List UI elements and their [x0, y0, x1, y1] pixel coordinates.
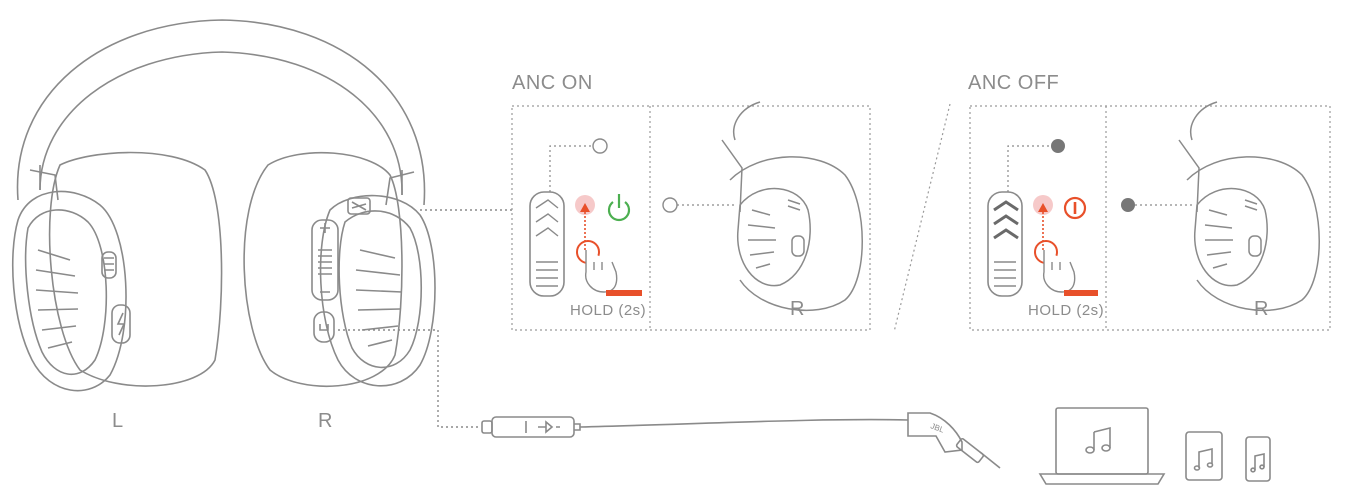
- tablet-music-icon: [1185, 431, 1223, 481]
- left-ear-label: L: [112, 410, 124, 432]
- anc-on-title: ANC ON: [512, 72, 593, 94]
- anc-off-panel: [969, 101, 1331, 331]
- cable-brand-text: JBL: [929, 421, 946, 434]
- led-off-icon: [592, 138, 608, 154]
- phone-music-icon: [1245, 436, 1271, 482]
- anc-off-hold-label: HOLD (2s): [1028, 302, 1105, 319]
- anc-off-title: ANC OFF: [968, 72, 1060, 94]
- audio-cable: [481, 412, 1001, 469]
- hold-bar: [1064, 290, 1098, 296]
- laptop-music-icon: [1038, 407, 1166, 485]
- anc-off-ear-label: R: [1254, 298, 1269, 320]
- anc-on-hold-label: HOLD (2s): [570, 302, 647, 319]
- anc-on-ear-label: R: [790, 298, 805, 320]
- led-on-icon: [1051, 139, 1065, 153]
- power-icon: [607, 194, 631, 222]
- headphones-illustration: [11, 19, 436, 392]
- anc-on-panel: [511, 101, 871, 331]
- stop-icon: [1063, 196, 1087, 220]
- panel-divider: [893, 103, 951, 333]
- right-ear-label: R: [318, 410, 333, 432]
- hold-bar: [606, 290, 642, 296]
